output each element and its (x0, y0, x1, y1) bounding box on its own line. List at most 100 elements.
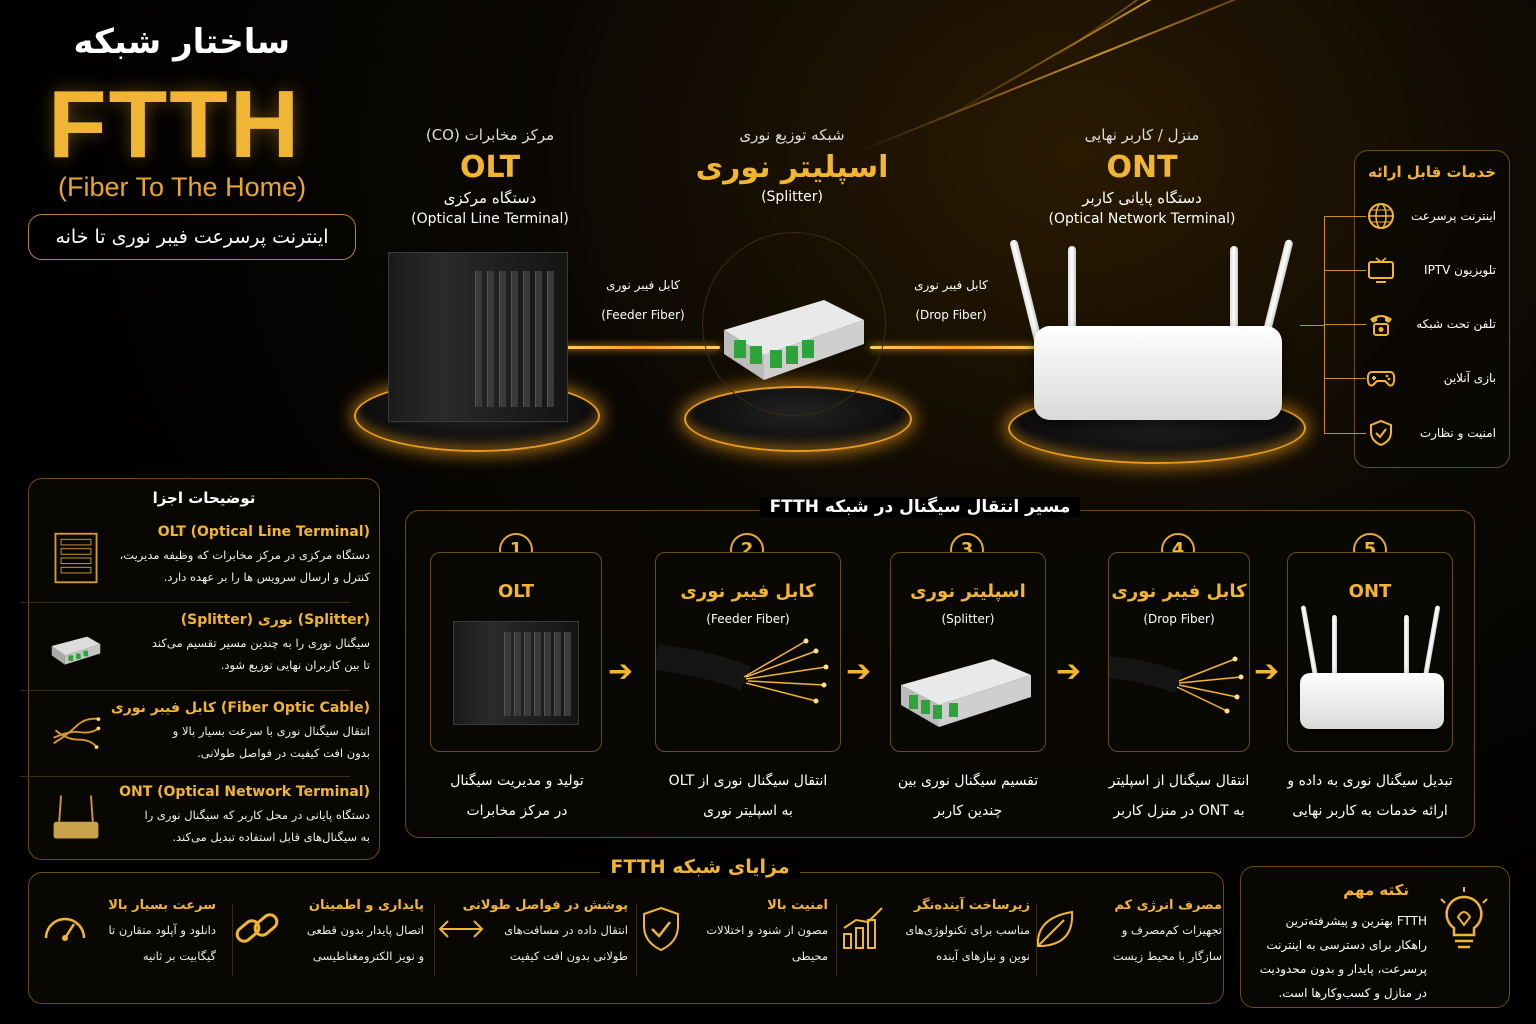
globe-icon (1364, 199, 1398, 233)
service-item: تلویزیون IPTV (1364, 250, 1500, 290)
ont-name: ONT (1106, 150, 1178, 185)
splitter-icon (51, 636, 101, 665)
components-title: توضیحات اجزا (152, 489, 256, 507)
benefit-item: پوشش در فواصل طولانی انتقال داده در مساف… (436, 898, 632, 988)
splitter-desc-en: (Splitter) (761, 189, 823, 205)
splitter-device-image (724, 300, 864, 380)
arrow-right-icon: ➔ (1254, 654, 1280, 689)
step-card-olt: OLT (430, 552, 602, 752)
arrow-right-icon: ➔ (1056, 654, 1082, 689)
drop-cable-label: کابل فیبر نوری (Drop Fiber) (898, 270, 1004, 330)
service-item: تلفن تحت شبکه (1364, 304, 1500, 344)
lightbulb-icon (1440, 887, 1488, 949)
drop-cable-fa: کابل فیبر نوری (914, 278, 988, 292)
shield-check-icon (643, 906, 679, 952)
services-connector (1324, 270, 1366, 271)
light-streak (939, 0, 1339, 122)
splitter-halo (702, 232, 886, 416)
shield-icon (1364, 416, 1398, 450)
olt-heading: مرکز مخابرات (CO) OLT دستگاه مرکزی (Opti… (380, 126, 600, 227)
benefit-title: مصرف انرژی کم (1114, 898, 1222, 913)
benefits-title: مزایای شبکه FTTH (600, 856, 800, 878)
splitter-name: اسپلیتر نوری (695, 150, 889, 185)
ont-antenna (1230, 246, 1238, 346)
divider (20, 602, 350, 603)
step-card-feeder: کابل فیبر نوری (Feeder Fiber) (655, 552, 841, 752)
page-title: ساختار شبکه (73, 22, 290, 62)
splitter-device-image (901, 659, 1031, 727)
benefits-panel (28, 872, 1224, 1004)
service-item: امنیت و نظارت (1364, 413, 1500, 453)
service-label: بازی آنلاین (1443, 371, 1496, 385)
signal-path-title: مسیر انتقال سیگنال در شبکه FTTH (760, 497, 1080, 517)
fiber-cable-icon (53, 717, 101, 749)
component-desc: دستگاه پایانی در محل کاربر که سیگنال نور… (144, 808, 370, 844)
ont-desc-fa: دستگاه پایانی کاربر (1082, 189, 1202, 207)
service-label: امنیت و نظارت (1419, 426, 1496, 440)
drop-cable-en: (Drop Fiber) (915, 308, 987, 322)
feeder-cable-label: کابل فیبر نوری (Feeder Fiber) (590, 270, 696, 330)
divider (20, 776, 350, 777)
step-card-ont: ONT (1287, 552, 1453, 752)
component-item-fiber: (Fiber Optic Cable) کابل فیبر نوری انتقا… (40, 700, 370, 764)
component-item-ont: ONT (Optical Network Terminal) دستگاه پا… (40, 784, 370, 848)
ont-antenna (1068, 246, 1076, 346)
drop-fiber-line (870, 346, 1040, 349)
benefit-title: زیرساخت آینده‌نگر (913, 898, 1030, 913)
component-item-olt: OLT (Optical Line Terminal) دستگاه مرکزی… (40, 524, 370, 588)
service-label: تلفن تحت شبکه (1416, 317, 1496, 331)
ftth-acronym: FTTH (48, 71, 302, 178)
olt-location: مرکز مخابرات (CO) (425, 126, 555, 144)
splitter-heading: شبکه توزیع نوری اسپلیتر نوری (Splitter) (692, 126, 892, 205)
divider (232, 904, 233, 976)
services-connector (1324, 433, 1366, 434)
ont-router-image (1300, 673, 1444, 729)
divider (434, 904, 435, 976)
component-title: (Fiber Optic Cable) کابل فیبر نوری (110, 700, 370, 716)
component-title: ONT (Optical Network Terminal) (119, 784, 370, 800)
feeder-cable-en: (Feeder Fiber) (601, 308, 685, 322)
growth-chart-icon (843, 907, 883, 949)
services-connector (1324, 216, 1366, 217)
splitter-location: شبکه توزیع نوری (739, 126, 845, 144)
service-item: بازی آنلاین (1364, 358, 1500, 398)
leaf-icon (1036, 910, 1074, 947)
benefit-title: پوشش در فواصل طولانی (462, 898, 628, 913)
divider (836, 904, 837, 976)
ont-router-image (1034, 326, 1282, 420)
component-desc: سیگنال نوری را به چندین مسیر تقسیم می‌کن… (151, 636, 370, 672)
arrow-right-icon: ➔ (846, 654, 872, 689)
step-card-drop: کابل فیبر نوری (Drop Fiber) (1108, 552, 1250, 752)
olt-rack-icon (54, 532, 98, 584)
component-title: (Splitter) نوری (Splitter) (180, 612, 370, 628)
olt-desc-fa: دستگاه مرکزی (443, 189, 537, 207)
ont-router-icon (53, 795, 99, 839)
arrow-right-icon: ➔ (608, 654, 634, 689)
components-panel: توضیحات اجزا (28, 478, 380, 860)
ont-location: منزل / کاربر نهایی (1084, 126, 1200, 144)
component-title: OLT (Optical Line Terminal) (157, 524, 370, 540)
olt-name: OLT (459, 150, 521, 185)
benefit-title: سرعت بسیار بالا (108, 898, 216, 913)
note-title: نکته مهم (1343, 881, 1409, 899)
benefit-item: پایداری و اطمینان اتصال پایدار بدون قطعی… (232, 898, 428, 988)
step-subtitle: (Feeder Fiber) (706, 612, 790, 626)
service-label: تلویزیون IPTV (1424, 263, 1496, 277)
step-title: ONT (1348, 581, 1392, 602)
benefit-title: امنیت بالا (767, 898, 828, 913)
double-arrow-icon (438, 920, 484, 938)
component-item-splitter: (Splitter) نوری (Splitter) سیگنال نوری ر… (40, 612, 370, 676)
feeder-cable-image (656, 638, 829, 704)
olt-desc-en: (Optical Line Terminal) (411, 211, 569, 227)
step-subtitle: (Splitter) (941, 612, 995, 626)
ont-heading: منزل / کاربر نهایی ONT دستگاه پایانی کار… (1032, 126, 1252, 227)
